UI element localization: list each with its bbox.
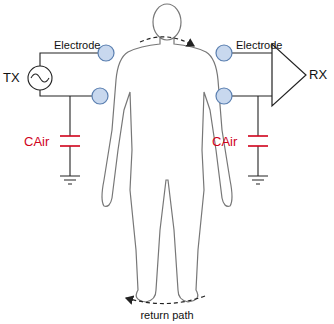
capacitor-label: CAir [24, 135, 49, 148]
ac-source [28, 66, 52, 90]
return-path-label: return path [140, 310, 193, 321]
capacitor-symbol [248, 136, 268, 146]
capacitor-symbol [60, 136, 80, 146]
electrode-pad [92, 45, 232, 104]
rx-label: RX [309, 68, 327, 81]
signal-arrow [140, 37, 194, 46]
electrode-label: Electrode [236, 40, 282, 51]
tx-label: TX [3, 71, 20, 84]
capacitor-label: CAir [212, 135, 237, 148]
rx-wires [232, 53, 272, 184]
return-arrow [126, 296, 205, 304]
electrode-label: Electrode [54, 40, 100, 51]
human-body [102, 4, 232, 302]
receiver-amplifier [272, 44, 306, 106]
